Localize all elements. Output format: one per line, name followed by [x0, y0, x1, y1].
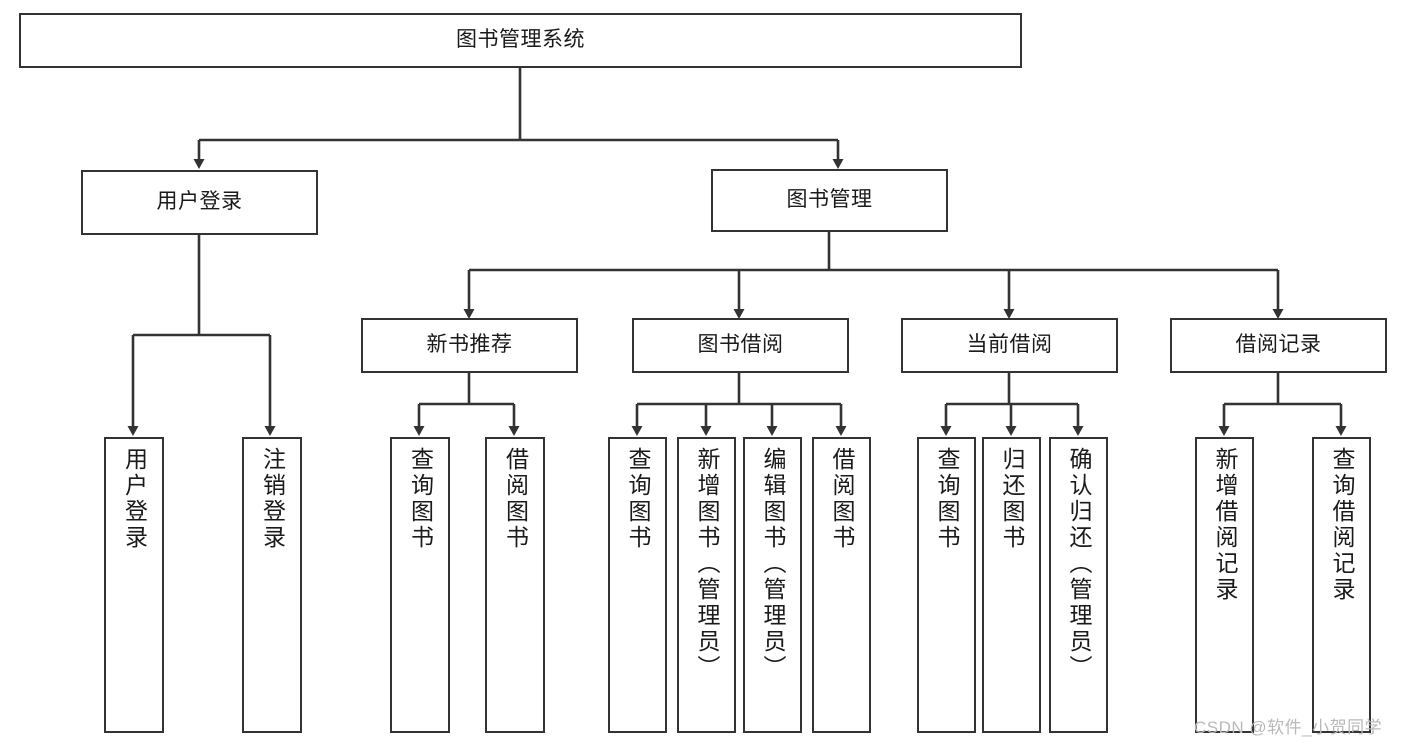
csdn-watermark: CSDN @软件_小贺同学	[1194, 718, 1383, 737]
node-leaf-confirm-return[interactable]: 确认归还（管理员）	[1049, 437, 1108, 733]
node-leaf-query-book-1-label: 查询图书	[407, 447, 434, 551]
node-current-borrow[interactable]: 当前借阅	[901, 318, 1118, 373]
node-leaf-query-record-label: 查询借阅记录	[1329, 447, 1355, 603]
node-leaf-add-record[interactable]: 新增借阅记录	[1195, 437, 1254, 733]
node-user-login-label: 用户登录	[156, 190, 243, 214]
node-leaf-return-book-label: 归还图书	[999, 447, 1025, 551]
node-leaf-query-book-1[interactable]: 查询图书	[390, 437, 450, 733]
node-book-manage[interactable]: 图书管理	[711, 169, 948, 232]
node-book-borrow[interactable]: 图书借阅	[632, 318, 849, 373]
node-book-manage-label: 图书管理	[786, 188, 873, 212]
node-user-login[interactable]: 用户登录	[81, 170, 318, 235]
node-leaf-query-book-2[interactable]: 查询图书	[608, 437, 667, 733]
node-leaf-add-book-label: 新增图书（管理员）	[694, 447, 720, 681]
node-leaf-user-login[interactable]: 用户登录	[104, 437, 164, 733]
node-leaf-borrow-book-1-label: 借阅图书	[502, 447, 529, 551]
node-leaf-edit-book-label: 编辑图书（管理员）	[760, 447, 786, 681]
node-leaf-logout-login[interactable]: 注销登录	[242, 437, 302, 733]
node-leaf-return-book[interactable]: 归还图书	[982, 437, 1041, 733]
node-book-borrow-label: 图书借阅	[697, 333, 784, 357]
node-leaf-query-book-3-label: 查询图书	[934, 447, 960, 551]
node-leaf-confirm-return-label: 确认归还（管理员）	[1066, 447, 1092, 681]
node-root-label: 图书管理系统	[456, 28, 585, 52]
node-leaf-user-login-label: 用户登录	[121, 447, 148, 551]
node-leaf-add-record-label: 新增借阅记录	[1212, 447, 1238, 603]
node-leaf-add-book[interactable]: 新增图书（管理员）	[677, 437, 736, 733]
node-leaf-edit-book[interactable]: 编辑图书（管理员）	[743, 437, 802, 733]
node-leaf-query-record[interactable]: 查询借阅记录	[1312, 437, 1371, 733]
node-leaf-query-book-2-label: 查询图书	[625, 447, 651, 551]
node-leaf-borrow-book-2[interactable]: 借阅图书	[812, 437, 871, 733]
node-new-book-rec[interactable]: 新书推荐	[361, 318, 578, 373]
node-leaf-borrow-book-1[interactable]: 借阅图书	[485, 437, 545, 733]
node-borrow-record-label: 借阅记录	[1235, 333, 1322, 357]
node-borrow-record[interactable]: 借阅记录	[1170, 318, 1387, 373]
node-new-book-rec-label: 新书推荐	[426, 333, 513, 357]
node-leaf-borrow-book-2-label: 借阅图书	[829, 447, 855, 551]
node-current-borrow-label: 当前借阅	[966, 333, 1053, 357]
node-leaf-query-book-3[interactable]: 查询图书	[917, 437, 976, 733]
node-root[interactable]: 图书管理系统	[19, 13, 1022, 68]
node-leaf-logout-login-label: 注销登录	[259, 447, 286, 551]
